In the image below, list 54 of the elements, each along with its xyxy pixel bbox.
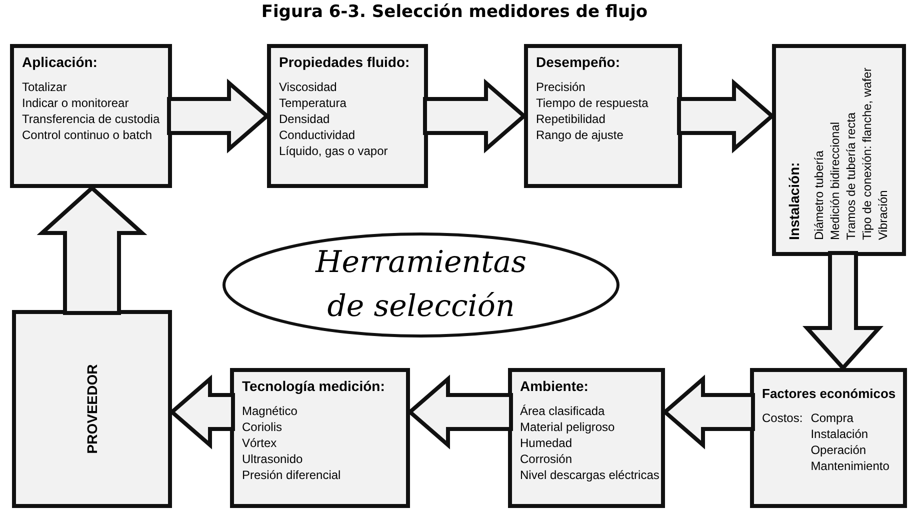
criteria-box <box>267 44 428 188</box>
list-item: Tramos de tubería recta <box>843 111 859 240</box>
list-item: Temperatura <box>279 95 348 111</box>
list-item: Compra <box>810 410 854 426</box>
block-arrow <box>802 251 884 371</box>
list-item: Ultrasonido <box>242 451 304 467</box>
criteria-box <box>750 368 907 508</box>
list-item: Coriolis <box>242 419 284 435</box>
list-item: Nivel descargas eléctricas <box>520 467 660 483</box>
criteria-box <box>10 44 172 188</box>
box-label: PROVEEDOR <box>84 364 100 454</box>
list-item: Mantenimiento <box>810 458 890 474</box>
list-item: Corrosión <box>520 451 574 467</box>
center-ellipse <box>222 232 620 338</box>
list-item: Humedad <box>520 435 574 451</box>
list-item: Líquido, gas o vapor <box>279 143 389 159</box>
list-item: Conductividad <box>279 127 356 143</box>
box-heading: Propiedades fluido: <box>279 54 410 70</box>
center-label: Herramientas de selección <box>314 244 528 326</box>
list-item: Transferencia de custodia <box>22 111 160 127</box>
list-item: Tiempo de respuesta <box>536 95 648 111</box>
list-item: Instalación <box>810 426 870 442</box>
box-heading: Tecnología medición: <box>242 378 385 394</box>
list-item: Área clasificada <box>520 403 606 419</box>
list-item: Precisión <box>536 79 586 95</box>
list-item: Control continuo o batch <box>22 127 154 143</box>
criteria-box <box>230 368 410 508</box>
list-item: Diámetro tubería <box>811 150 827 240</box>
box-heading: Factores económicos <box>762 386 896 401</box>
box-heading: Ambiente: <box>520 378 590 394</box>
list-item: Viscosidad <box>279 79 338 95</box>
list-item: Indicar o monitorear <box>22 95 130 111</box>
list-label: Costos: <box>762 410 803 427</box>
block-arrow <box>36 185 148 315</box>
list-item: Medición bidireccional <box>827 120 843 240</box>
list-item: Tipo de conexión: flanche, wafer <box>859 66 875 240</box>
box-heading: Desempeño: <box>536 54 622 70</box>
list-item: Material peligroso <box>520 419 616 435</box>
list-item: Operación <box>810 442 868 458</box>
list-item: Rango de ajuste <box>536 127 624 143</box>
criteria-box <box>772 44 906 256</box>
list-item: Magnético <box>242 403 298 419</box>
box-heading: Instalación: <box>786 161 802 240</box>
list-item: Densidad <box>279 111 331 127</box>
list-item: Presión diferencial <box>242 467 342 483</box>
figure-title: Figura 6-3. Selección medidores de flujo <box>260 2 649 22</box>
list-item: Vórtex <box>242 435 278 451</box>
box-heading: Aplicación: <box>22 54 98 70</box>
list-item: Repetibilidad <box>536 111 606 127</box>
criteria-box <box>508 368 665 508</box>
criteria-box <box>524 44 682 188</box>
list-item: Totalizar <box>22 79 68 95</box>
list-item: Vibración <box>875 189 891 240</box>
supplier-box <box>12 310 172 508</box>
